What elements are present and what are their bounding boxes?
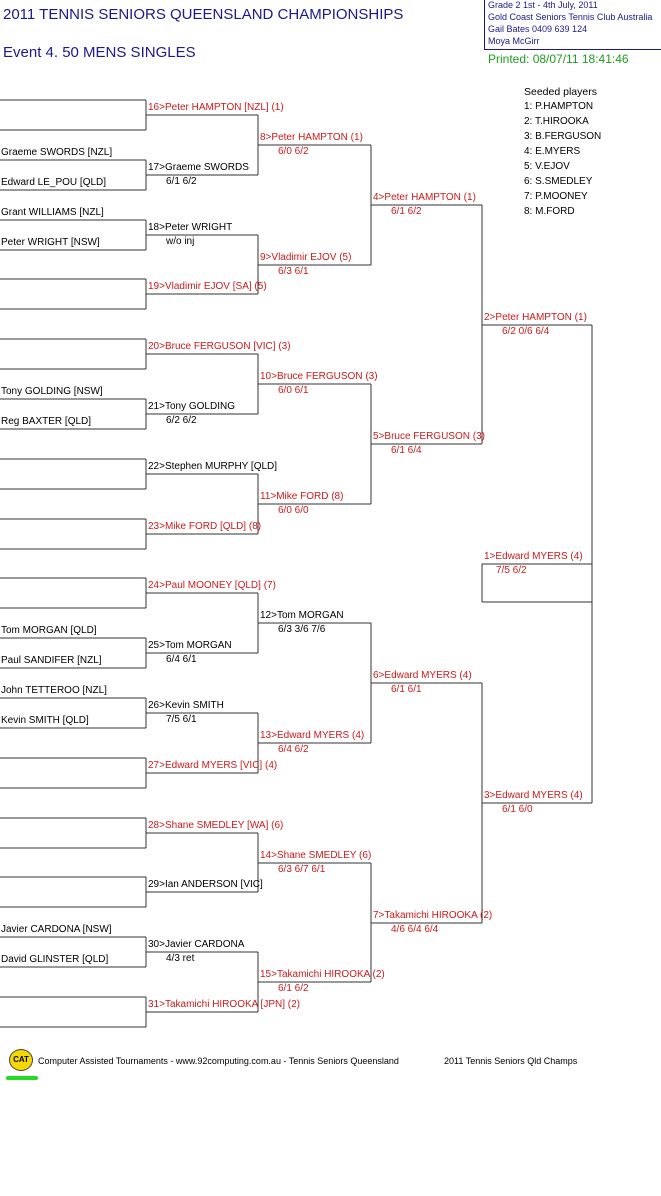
- round2-score: w/o inj: [166, 236, 195, 247]
- round3-score: 6/1 6/2: [278, 983, 309, 994]
- round2-winner: 30>Javier CARDONA: [148, 939, 245, 950]
- round1-player: Javier CARDONA [NSW]: [1, 924, 112, 935]
- round3-winner: 11>Mike FORD (8): [260, 491, 344, 502]
- champion: 1>Edward MYERS (4): [484, 551, 583, 562]
- round3-winner: 10>Bruce FERGUSON (3): [260, 371, 378, 382]
- seed-item: 6: S.SMEDLEY: [524, 176, 593, 187]
- seed-item: 5: V.EJOV: [524, 161, 570, 172]
- round4-score: 4/6 6/4 6/4: [391, 924, 439, 935]
- round4-winner: 4>Peter HAMPTON (1): [373, 192, 476, 203]
- round2-winner: 27>Edward MYERS [VIC] (4): [148, 760, 278, 771]
- round3-winner: 13>Edward MYERS (4): [260, 730, 365, 741]
- page-title: 2011 TENNIS SENIORS QUEENSLAND CHAMPIONS…: [3, 6, 404, 23]
- round3-score: 6/3 6/1: [278, 266, 309, 277]
- round1-player: Graeme SWORDS [NZL]: [1, 147, 113, 158]
- footer-credit[interactable]: Computer Assisted Tournaments - www.92co…: [38, 1056, 399, 1066]
- seeded-heading: Seeded players: [524, 86, 597, 98]
- round5-winner: 2>Peter HAMPTON (1): [484, 312, 587, 323]
- round2-winner: 22>Stephen MURPHY [QLD]: [148, 461, 278, 472]
- round2-score: 4/3 ret: [166, 953, 195, 964]
- round1-player: Grant WILLIAMS [NZL]: [1, 207, 104, 218]
- info-line: Moya McGirr: [488, 36, 540, 46]
- round2-winner: 24>Paul MOONEY [QLD] (7): [148, 580, 276, 591]
- round1-player: Kevin SMITH [QLD]: [1, 715, 89, 726]
- round1-player: Paul SANDIFER [NZL]: [1, 655, 102, 666]
- round3-winner: 14>Shane SMEDLEY (6): [260, 850, 372, 861]
- printed-timestamp: Printed: 08/07/11 18:41:46: [488, 52, 629, 66]
- tournament-info-box: Grade 2 1st - 4th July, 2011 Gold Coast …: [484, 0, 661, 50]
- round2-winner: 29>Ian ANDERSON [VIC]: [148, 879, 263, 890]
- round4-winner: 5>Bruce FERGUSON (3): [373, 431, 485, 442]
- round2-score: 6/4 6/1: [166, 654, 197, 665]
- round2-winner: 23>Mike FORD [QLD] (8): [148, 521, 262, 532]
- round2-winner: 16>Peter HAMPTON [NZL] (1): [148, 102, 284, 113]
- round3-score: 6/0 6/0: [278, 505, 309, 516]
- round4-winner: 7>Takamichi HIROOKA (2): [373, 910, 493, 921]
- cat-logo-icon: CAT: [9, 1049, 33, 1071]
- round3-score: 6/3 3/6 7/6: [278, 624, 326, 635]
- round3-score: 6/0 6/1: [278, 385, 309, 396]
- event-title: Event 4. 50 MENS SINGLES: [3, 44, 196, 61]
- round3-score: 6/4 6/2: [278, 744, 309, 755]
- info-line: Gold Coast Seniors Tennis Club Australia: [488, 12, 653, 22]
- round3-winner: 9>Vladimir EJOV (5): [260, 252, 352, 263]
- round1-player: Edward LE_POU [QLD]: [1, 177, 107, 188]
- seed-item: 8: M.FORD: [524, 206, 575, 217]
- round3-score: 6/0 6/2: [278, 146, 309, 157]
- info-line: Grade 2 1st - 4th July, 2011: [488, 0, 598, 10]
- round2-winner: 18>Peter WRIGHT: [148, 222, 233, 233]
- round4-score: 6/1 6/2: [391, 206, 422, 217]
- round2-winner: 17>Graeme SWORDS: [148, 162, 249, 173]
- round2-score: 6/1 6/2: [166, 176, 197, 187]
- round4-winner: 6>Edward MYERS (4): [373, 670, 472, 681]
- seed-item: 3: B.FERGUSON: [524, 131, 602, 142]
- round4-score: 6/1 6/4: [391, 445, 422, 456]
- footer-event: 2011 Tennis Seniors Qld Champs: [444, 1056, 578, 1066]
- round1-player: Reg BAXTER [QLD]: [1, 416, 92, 427]
- round1-player: David GLINSTER [QLD]: [1, 954, 109, 965]
- round2-score: 6/2 6/2: [166, 415, 197, 426]
- seed-item: 4: E.MYERS: [524, 146, 581, 157]
- round2-winner: 31>Takamichi HIROOKA [JPN] (2): [148, 999, 300, 1010]
- round2-winner: 20>Bruce FERGUSON [VIC] (3): [148, 341, 291, 352]
- round1-player: Tom MORGAN [QLD]: [1, 625, 97, 636]
- round1-player: Tony GOLDING [NSW]: [1, 386, 103, 397]
- seed-item: 7: P.MOONEY: [524, 191, 588, 202]
- seed-item: 1: P.HAMPTON: [524, 101, 594, 112]
- round3-winner: 8>Peter HAMPTON (1): [260, 132, 363, 143]
- round1-player: John TETTEROO [NZL]: [1, 685, 107, 696]
- round3-score: 6/3 6/7 6/1: [278, 864, 326, 875]
- logo-underline: [6, 1076, 38, 1080]
- round3-winner: 12>Tom MORGAN: [260, 610, 344, 621]
- round1-player: Peter WRIGHT [NSW]: [1, 237, 100, 248]
- round2-winner: 19>Vladimir EJOV [SA] (5): [148, 281, 267, 292]
- round2-winner: 21>Tony GOLDING: [148, 401, 235, 412]
- round5-winner: 3>Edward MYERS (4): [484, 790, 583, 801]
- info-line: Gail Bates 0409 639 124: [488, 24, 588, 34]
- seed-item: 2: T.HIROOKA: [524, 116, 589, 127]
- round4-score: 6/1 6/1: [391, 684, 422, 695]
- round2-winner: 26>Kevin SMITH: [148, 700, 224, 711]
- round3-winner: 15>Takamichi HIROOKA (2): [260, 969, 385, 980]
- round5-score: 6/1 6/0: [502, 804, 533, 815]
- round2-winner: 28>Shane SMEDLEY [WA] (6): [148, 820, 284, 831]
- round2-winner: 25>Tom MORGAN: [148, 640, 232, 651]
- final-score: 7/5 6/2: [496, 565, 527, 576]
- round5-score: 6/2 0/6 6/4: [502, 326, 550, 337]
- round2-score: 7/5 6/1: [166, 714, 197, 725]
